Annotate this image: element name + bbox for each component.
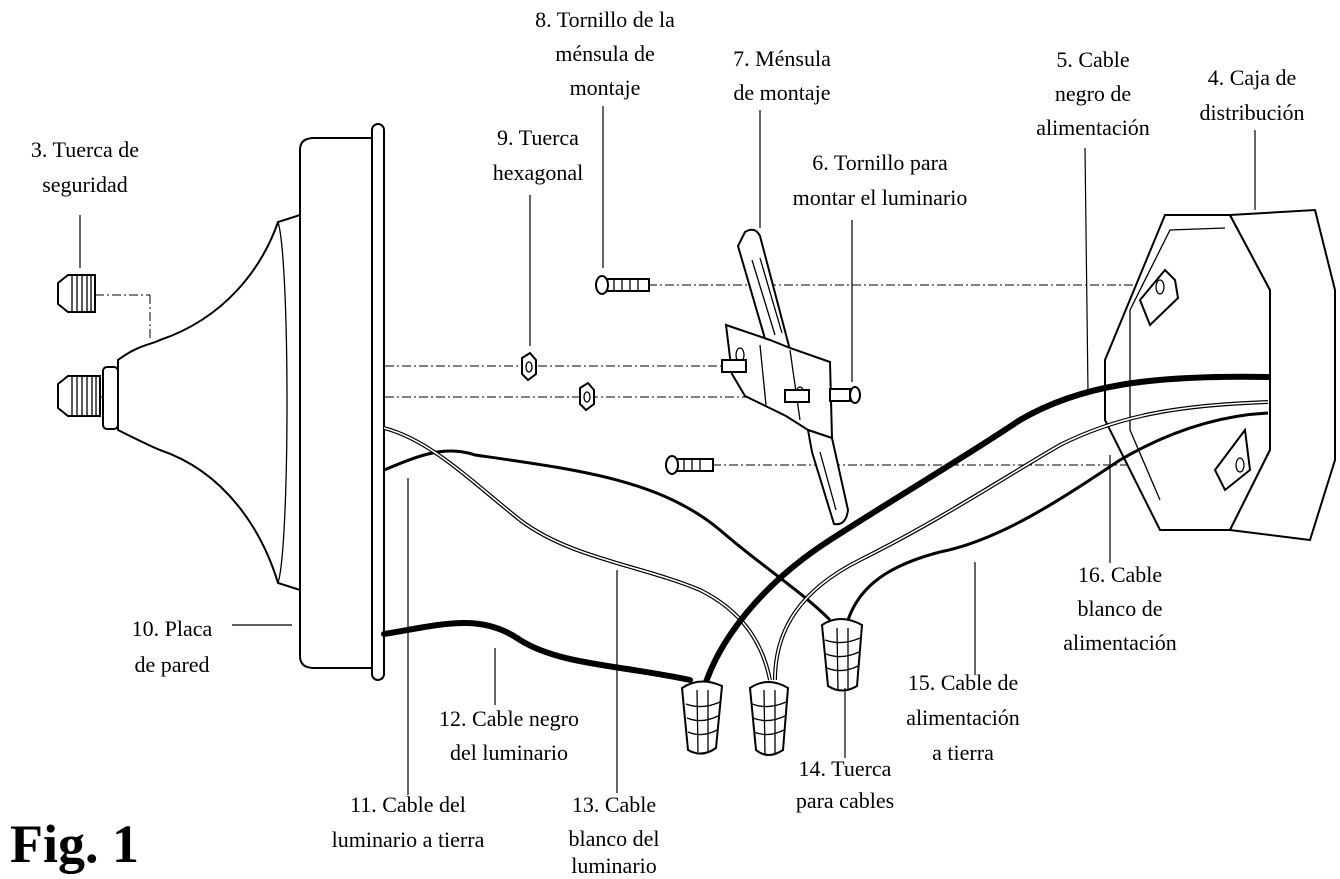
svg-text:9. Tuerca: 9. Tuerca [497,125,579,150]
svg-text:seguridad: seguridad [42,172,128,197]
junction-box [1104,208,1336,542]
svg-text:de montaje: de montaje [733,80,830,105]
svg-text:montar el luminario: montar el luminario [793,185,968,210]
svg-text:ménsula de: ménsula de [555,41,655,66]
svg-text:13. Cable: 13. Cable [572,792,656,817]
svg-text:alimentación: alimentación [1063,630,1177,655]
label-3-lock-nut: 3. Tuerca de seguridad [31,137,139,197]
hex-nut-upper [521,351,537,382]
label-8-bracket-screw: 8. Tornillo de la ménsula de montaje [535,7,675,100]
mounting-bracket [724,228,850,526]
svg-text:montaje: montaje [570,75,641,100]
label-12-black-fixture-wire: 12. Cable negro del luminario [439,706,579,765]
svg-text:11. Cable del: 11. Cable del [350,792,466,817]
label-6-fixture-screw: 6. Tornillo para montar el luminario [793,150,968,210]
label-16-white-supply-wire: 16. Cable blanco de alimentación [1063,562,1177,655]
hex-nut-lower [579,381,595,412]
svg-text:negro de: negro de [1055,81,1131,106]
lock-nut-upper [57,274,96,313]
svg-text:7. Ménsula: 7. Ménsula [733,46,831,71]
svg-text:8. Tornillo de la: 8. Tornillo de la [535,7,675,32]
lock-nut-lower [57,375,101,417]
label-7-mounting-bracket: 7. Ménsula de montaje [733,46,831,105]
wall-plate [299,123,385,681]
wire-nut-left [680,680,724,755]
svg-text:alimentación: alimentación [906,705,1020,730]
svg-text:luminario a tierra: luminario a tierra [332,827,485,852]
fixture-canopy [102,213,301,592]
svg-text:alimentación: alimentación [1036,115,1150,140]
label-4-junction-box: 4. Caja de distribución [1199,65,1304,125]
svg-text:16. Cable: 16. Cable [1078,562,1162,587]
svg-text:15. Cable de: 15. Cable de [908,670,1019,695]
figure-label: Fig. 1 [10,814,139,874]
svg-text:distribución: distribución [1199,100,1304,125]
label-13-white-fixture-wire: 13. Cable blanco del luminario [568,792,659,878]
label-14-wire-nut: 14. Tuerca para cables [796,756,894,813]
svg-text:blanco de: blanco de [1078,596,1163,621]
svg-text:10. Placa: 10. Placa [132,616,213,641]
leader-lines [79,106,1256,795]
svg-text:14. Tuerca: 14. Tuerca [799,756,892,781]
bracket-screw-upper [595,275,650,295]
label-9-hex-nut: 9. Tuerca hexagonal [493,125,583,185]
wire-nut-right [820,618,864,692]
svg-text:5. Cable: 5. Cable [1056,47,1129,72]
svg-text:6. Tornillo para: 6. Tornillo para [812,150,948,175]
svg-text:del luminario: del luminario [450,740,568,765]
bracket-screw-lower [665,455,714,475]
label-11-fixture-ground-wire: 11. Cable del luminario a tierra [332,792,485,852]
label-5-black-supply-wire: 5. Cable negro de alimentación [1036,47,1150,140]
svg-text:4. Caja de: 4. Caja de [1208,65,1297,90]
svg-text:blanco del: blanco del [568,826,659,851]
svg-text:a tierra: a tierra [932,740,994,765]
fixture-mounting-screw [721,359,861,404]
label-10-wall-plate: 10. Placa de pared [132,616,213,677]
svg-text:luminario: luminario [571,853,657,878]
svg-text:de pared: de pared [134,652,209,677]
wire-nut-middle [748,681,790,756]
svg-text:12. Cable negro: 12. Cable negro [439,706,579,731]
wires [381,373,1271,688]
label-15-ground-supply-wire: 15. Cable de alimentación a tierra [906,670,1020,765]
svg-text:para cables: para cables [796,788,894,813]
svg-text:hexagonal: hexagonal [493,160,583,185]
svg-text:3. Tuerca de: 3. Tuerca de [31,137,139,162]
